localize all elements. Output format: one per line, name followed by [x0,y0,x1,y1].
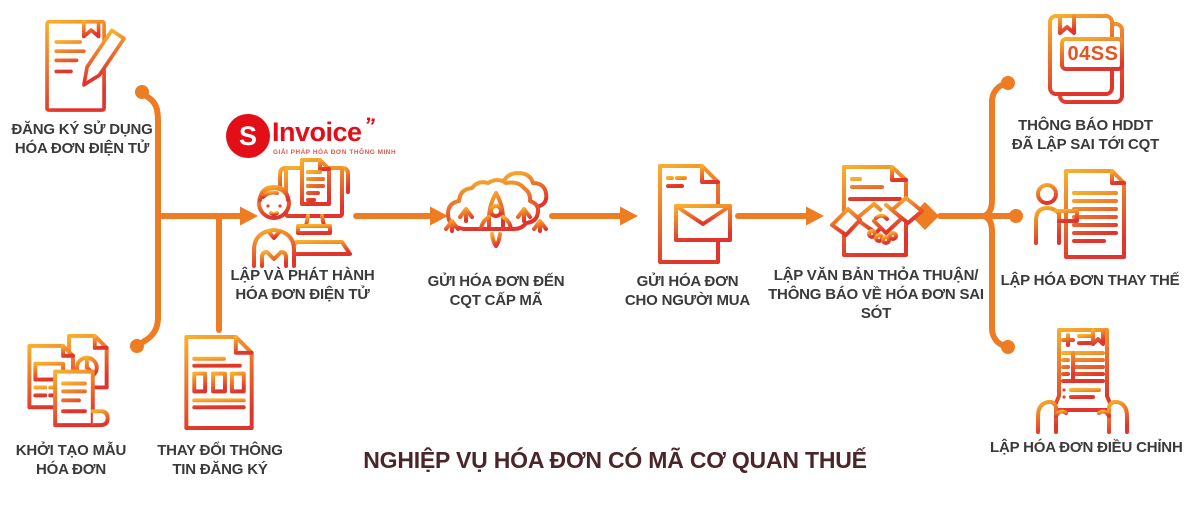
hands-document-icon [1036,328,1129,434]
sinvoice-logo-name: Invoice [272,117,362,147]
arrowhead [806,206,824,226]
person-document-icon [1034,169,1126,259]
sinvoice-logo-quote-icon: ” [361,112,378,139]
connector-dot [135,85,149,99]
document-envelope-icon [640,164,732,264]
label-create-template: KHỞI TẠO MẪU HÓA ĐƠN [15,442,127,478]
node-send-cqt [440,165,552,268]
connector-dot [1009,209,1023,223]
form-change-icon [184,334,254,431]
sinvoice-logo-initial: S [238,120,257,151]
node-replace [1032,165,1132,270]
invoice-templates-icon [27,333,110,428]
sinvoice-logo: S Invoice ” GIẢI PHÁP HÓA ĐƠN THÔNG MINH [226,111,396,163]
sinvoice-logo-tagline: GIẢI PHÁP HÓA ĐƠN THÔNG MINH [273,149,397,156]
node-notice-04ss: 04SS [1038,12,1133,116]
person-computer-icon [252,158,352,268]
cloud-rocket-icon [444,171,549,264]
connector-dot [1001,76,1015,90]
label-replace: LẬP HÓA ĐƠN THAY THẾ [1000,272,1180,289]
node-send-buyer [640,162,735,268]
sinvoice-logo-mark: S [226,114,270,158]
connector-dot [1001,340,1015,354]
label-send-buyer: GỬI HÓA ĐƠN CHO NGƯỜI MUA [624,273,751,309]
label-notice-04ss: THÔNG BÁO HDDT ĐÃ LẬP SAI TỚI CQT [1011,117,1160,153]
node-agreement [828,162,928,266]
label-create-issue: LẬP VÀ PHÁT HÀNH HÓA ĐƠN ĐIỆN TỬ [230,267,375,303]
document-pencil-icon [45,19,126,112]
node-create-issue [250,158,355,270]
label-agreement: LẬP VĂN BẢN THỎA THUẬN/ THÔNG BÁO VỀ HÓA… [768,267,984,322]
label-register: ĐĂNG KÝ SỬ DỤNG HÓA ĐƠN ĐIỆN TỬ [11,121,153,157]
label-send-cqt: GỬI HÓA ĐƠN ĐẾN CQT CẤP MÃ [427,273,565,309]
badge-04ss: 04SS [1067,42,1119,65]
page-title: NGHIỆP VỤ HÓA ĐƠN CÓ MÃ CƠ QUAN THUẾ [363,447,867,473]
handshake-document-icon [830,165,924,257]
arrowhead [620,206,638,226]
label-change-info: THAY ĐỔI THÔNG TIN ĐĂNG KÝ [157,442,283,478]
connector-dot [130,339,144,353]
notice-04ss-icon [1048,14,1124,104]
connector-right-junction [937,82,1013,348]
arrowhead [240,206,258,226]
connector-left-junction [140,93,243,345]
node-change-info [180,333,260,432]
label-adjust: LẬP HÓA ĐƠN ĐIỀU CHỈNH [990,439,1183,456]
node-adjust [1035,328,1130,434]
node-register [36,14,128,116]
node-create-template [20,330,122,434]
arrowhead [430,206,448,226]
